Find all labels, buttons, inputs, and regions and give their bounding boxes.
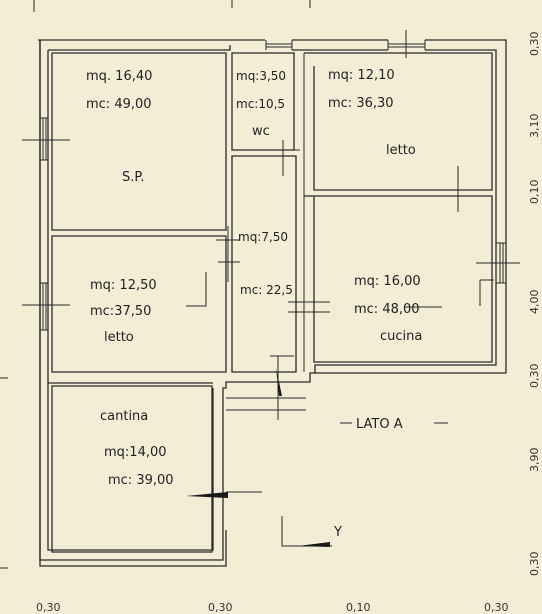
room-disimpegno: mq:7,50 mc: 22,5 — [238, 230, 293, 297]
axis-marker: Y — [281, 516, 342, 547]
disimpegno-volume: mc: 22,5 — [240, 283, 293, 297]
windows — [22, 30, 520, 331]
cucina-area: mq: 16,00 — [354, 274, 421, 289]
edge-ticks — [0, 0, 311, 569]
doors — [186, 140, 494, 498]
cantina-name: cantina — [100, 409, 148, 424]
letto-top-volume: mc: 36,30 — [328, 96, 394, 111]
room-letto-top: mq: 12,10 mc: 36,30 letto — [328, 68, 416, 158]
sp-volume: mc: 49,00 — [86, 97, 152, 112]
lato-a-label: LATO A — [340, 417, 448, 432]
sp-area: mq. 16,40 — [86, 69, 152, 84]
dim-right-3: 0,10 — [528, 180, 541, 205]
room-letto-left: mq: 12,50 mc:37,50 letto — [90, 278, 157, 345]
cucina-name: cucina — [380, 329, 422, 344]
letto-top-area: mq: 12,10 — [328, 68, 395, 83]
wc-area: mq:3,50 — [236, 69, 286, 83]
letto-left-volume: mc:37,50 — [90, 304, 151, 319]
letto-left-area: mq: 12,50 — [90, 278, 157, 293]
letto-left-name: letto — [104, 330, 134, 345]
right-dimensions: 0,30 3,10 0,10 4,00 0,30 3,90 0,30 — [528, 32, 541, 577]
axis-y-label: Y — [333, 525, 342, 540]
letto-top-name: letto — [386, 143, 416, 158]
dim-right-4: 4,00 — [528, 290, 541, 315]
interior-walls — [51, 52, 493, 553]
cantina-area: mq:14,00 — [104, 445, 167, 460]
dim-right-6: 3,90 — [528, 448, 541, 473]
room-cantina: cantina mq:14,00 mc: 39,00 — [100, 409, 174, 488]
dim-bottom-2: 0,30 — [208, 601, 233, 614]
wc-volume: mc:10,5 — [236, 97, 285, 111]
lato-a-text: LATO A — [356, 417, 403, 432]
dim-right-2: 3,10 — [528, 114, 541, 139]
bottom-dimensions: 0,30 0,30 0,10 0,30 — [36, 601, 509, 614]
dim-right-7: 0,30 — [528, 552, 541, 577]
dim-bottom-1: 0,30 — [36, 601, 61, 614]
room-sp: mq. 16,40 mc: 49,00 S.P. — [86, 69, 152, 185]
dim-bottom-3: 0,10 — [346, 601, 371, 614]
dim-bottom-4: 0,30 — [484, 601, 509, 614]
dim-right-5: 0,30 — [528, 364, 541, 389]
dim-right-1: 0,30 — [528, 32, 541, 57]
cantina-volume: mc: 39,00 — [108, 473, 174, 488]
cucina-volume: mc: 48,00 — [354, 302, 420, 317]
room-cucina: mq: 16,00 mc: 48,00 cucina — [354, 274, 442, 344]
wc-name: wc — [252, 124, 270, 139]
outer-walls — [38, 39, 507, 567]
sp-name: S.P. — [122, 170, 144, 185]
disimpegno-area: mq:7,50 — [238, 230, 288, 244]
room-wc: mq:3,50 mc:10,5 wc — [236, 69, 286, 139]
